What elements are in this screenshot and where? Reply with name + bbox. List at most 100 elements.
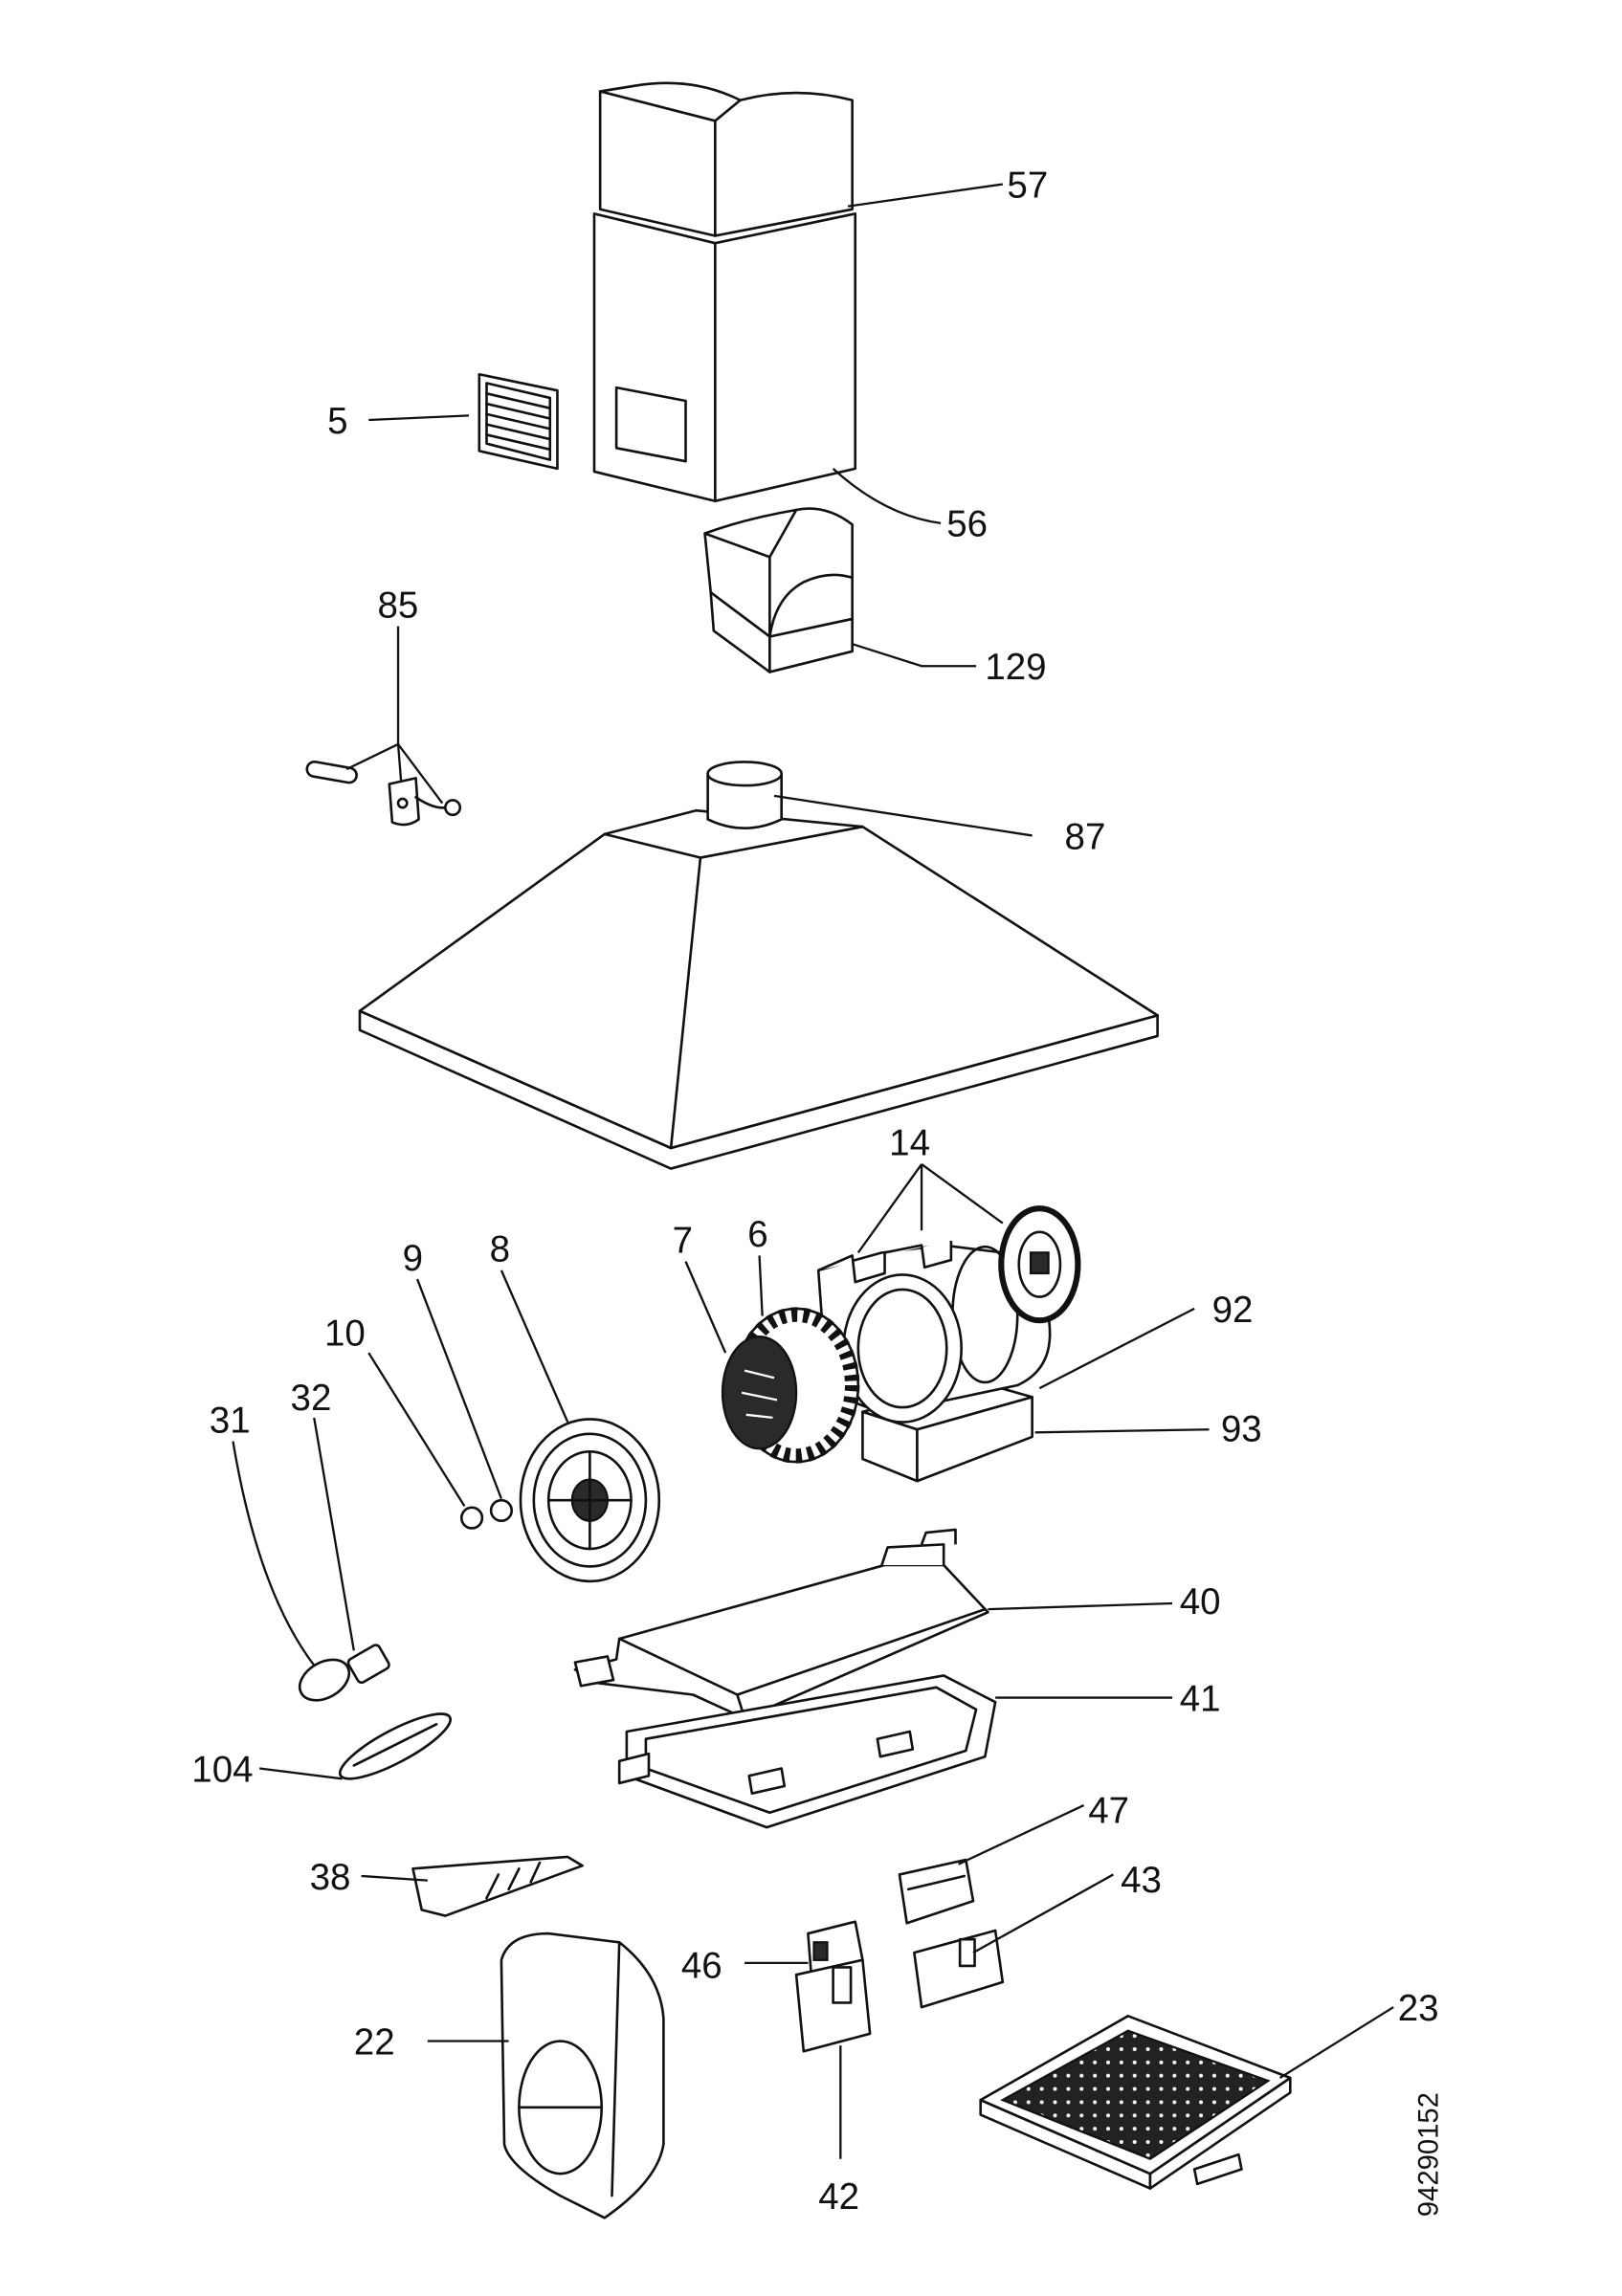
leader-line-8 (500, 1269, 569, 1423)
part-31-bulb (298, 1658, 351, 1702)
callout-104: 104 (191, 1749, 253, 1790)
callout-42: 42 (818, 2176, 859, 2218)
hood-canopy (358, 808, 1159, 1170)
part-32-lamp-base (346, 1644, 390, 1685)
callout-7: 7 (673, 1220, 693, 1261)
ring-inner (1017, 1230, 1062, 1298)
leader-line-104 (259, 1767, 343, 1780)
callout-6: 6 (747, 1214, 767, 1255)
part-8-disk (519, 1418, 661, 1583)
tray-left-tab (573, 1655, 615, 1688)
fan-wheel-blades (732, 1307, 860, 1464)
leader-line-32 (313, 1417, 355, 1651)
callout-14: 14 (889, 1123, 930, 1164)
part-56-lower-chimney (592, 212, 857, 503)
leader-lines (232, 183, 1394, 2159)
callout-92: 92 (1212, 1290, 1254, 1331)
part-85-fixing-set (305, 760, 462, 827)
callout-93: 93 (1221, 1409, 1262, 1450)
leader-line-6 (758, 1255, 764, 1316)
callout-labels: 57 5 56 129 85 87 14 9 8 7 6 92 93 10 31… (191, 165, 1438, 2218)
lamp-cover-body (411, 1855, 584, 1917)
bracket-hole (396, 797, 409, 809)
part-93-base-right (916, 1396, 1033, 1483)
grille-slats (485, 391, 552, 452)
switch-46-button (812, 1941, 829, 1961)
tray-body (573, 1563, 989, 1720)
frame-slots (747, 1730, 915, 1796)
leader-line-38 (361, 1874, 428, 1882)
motor-assembly (816, 1205, 1081, 1483)
leader-line-92 (1038, 1307, 1195, 1390)
lamp-cover-ribs (485, 1861, 542, 1900)
callout-46: 46 (681, 1945, 722, 1986)
fan-wheel-group (721, 1307, 860, 1464)
lamp-group (298, 1644, 390, 1702)
callout-22: 22 (354, 2021, 395, 2063)
part-5-grille (478, 372, 559, 471)
cover-body (500, 1932, 665, 2219)
lens-body (338, 1712, 452, 1780)
switch-plate-42-knob (832, 1966, 853, 2004)
part-87-collar (706, 761, 783, 830)
drawing-number: 94290152 (1413, 2092, 1444, 2217)
callout-56: 56 (946, 504, 988, 545)
part-129-duct-adapter (703, 507, 854, 673)
leader-line-57 (847, 183, 1003, 208)
blower-inlet-inner (856, 1288, 948, 1409)
upper-chimney-right-face (714, 91, 854, 237)
lens-line (352, 1723, 438, 1767)
upper-chimney-left-face (598, 90, 717, 237)
disk-cross (546, 1450, 633, 1551)
fan-plate-detail (741, 1369, 778, 1420)
part-104-lens (338, 1712, 452, 1780)
part-7-fan-plate (721, 1336, 798, 1450)
callout-5: 5 (327, 401, 347, 442)
callout-8: 8 (490, 1229, 510, 1270)
callout-38: 38 (310, 1857, 351, 1898)
collar-top (706, 761, 783, 787)
canopy-body (358, 825, 1159, 1150)
leader-line-7 (684, 1261, 727, 1354)
leader-line-87 (773, 794, 1033, 837)
collar-body (706, 773, 783, 830)
switch-plate-43-knob (958, 1937, 976, 1968)
part-10-nut (459, 1506, 484, 1530)
part-38-lamp-cover (411, 1855, 584, 1917)
callout-47: 47 (1088, 1791, 1129, 1832)
callout-9: 9 (403, 1238, 423, 1279)
ring-center-block (1029, 1251, 1050, 1275)
leader-line-93 (1034, 1428, 1210, 1434)
part-14-bracket (817, 1241, 953, 1284)
lower-chimney-left-face (592, 212, 717, 503)
cover-lines (518, 1940, 621, 2197)
part-9-washer (489, 1498, 514, 1523)
leader-line-47 (958, 1803, 1085, 1866)
adapter-upper-body (703, 507, 854, 638)
callout-87: 87 (1065, 816, 1106, 857)
lower-chimney-right-face (714, 212, 857, 503)
fixing-pin (305, 760, 358, 784)
leader-line-31 (232, 1441, 316, 1667)
callout-57: 57 (1007, 165, 1048, 206)
callout-85: 85 (377, 585, 418, 626)
part-42-switch-plate (794, 1958, 872, 2053)
callout-10: 10 (324, 1313, 366, 1354)
canopy-front-ridge (669, 856, 702, 1150)
part-40-tray (573, 1528, 989, 1720)
frame-outer (625, 1674, 997, 1829)
callout-32: 32 (291, 1378, 332, 1419)
leader-line-5 (368, 414, 470, 422)
disk-ring-1 (532, 1432, 648, 1568)
upper-chimney-back-edge (598, 81, 742, 102)
callout-43: 43 (1121, 1860, 1162, 1901)
filter-handle (1192, 2152, 1243, 2186)
switch-plate-43-body (913, 1929, 1005, 2009)
bracket-arm (414, 796, 447, 809)
switch-47-body (898, 1858, 975, 1925)
leader-line-23 (1278, 2006, 1394, 2079)
part-23-filter-panel (979, 2015, 1292, 2190)
leader-line-129 (852, 643, 977, 668)
filter-mesh (1000, 2029, 1271, 2161)
callout-31: 31 (210, 1400, 251, 1441)
